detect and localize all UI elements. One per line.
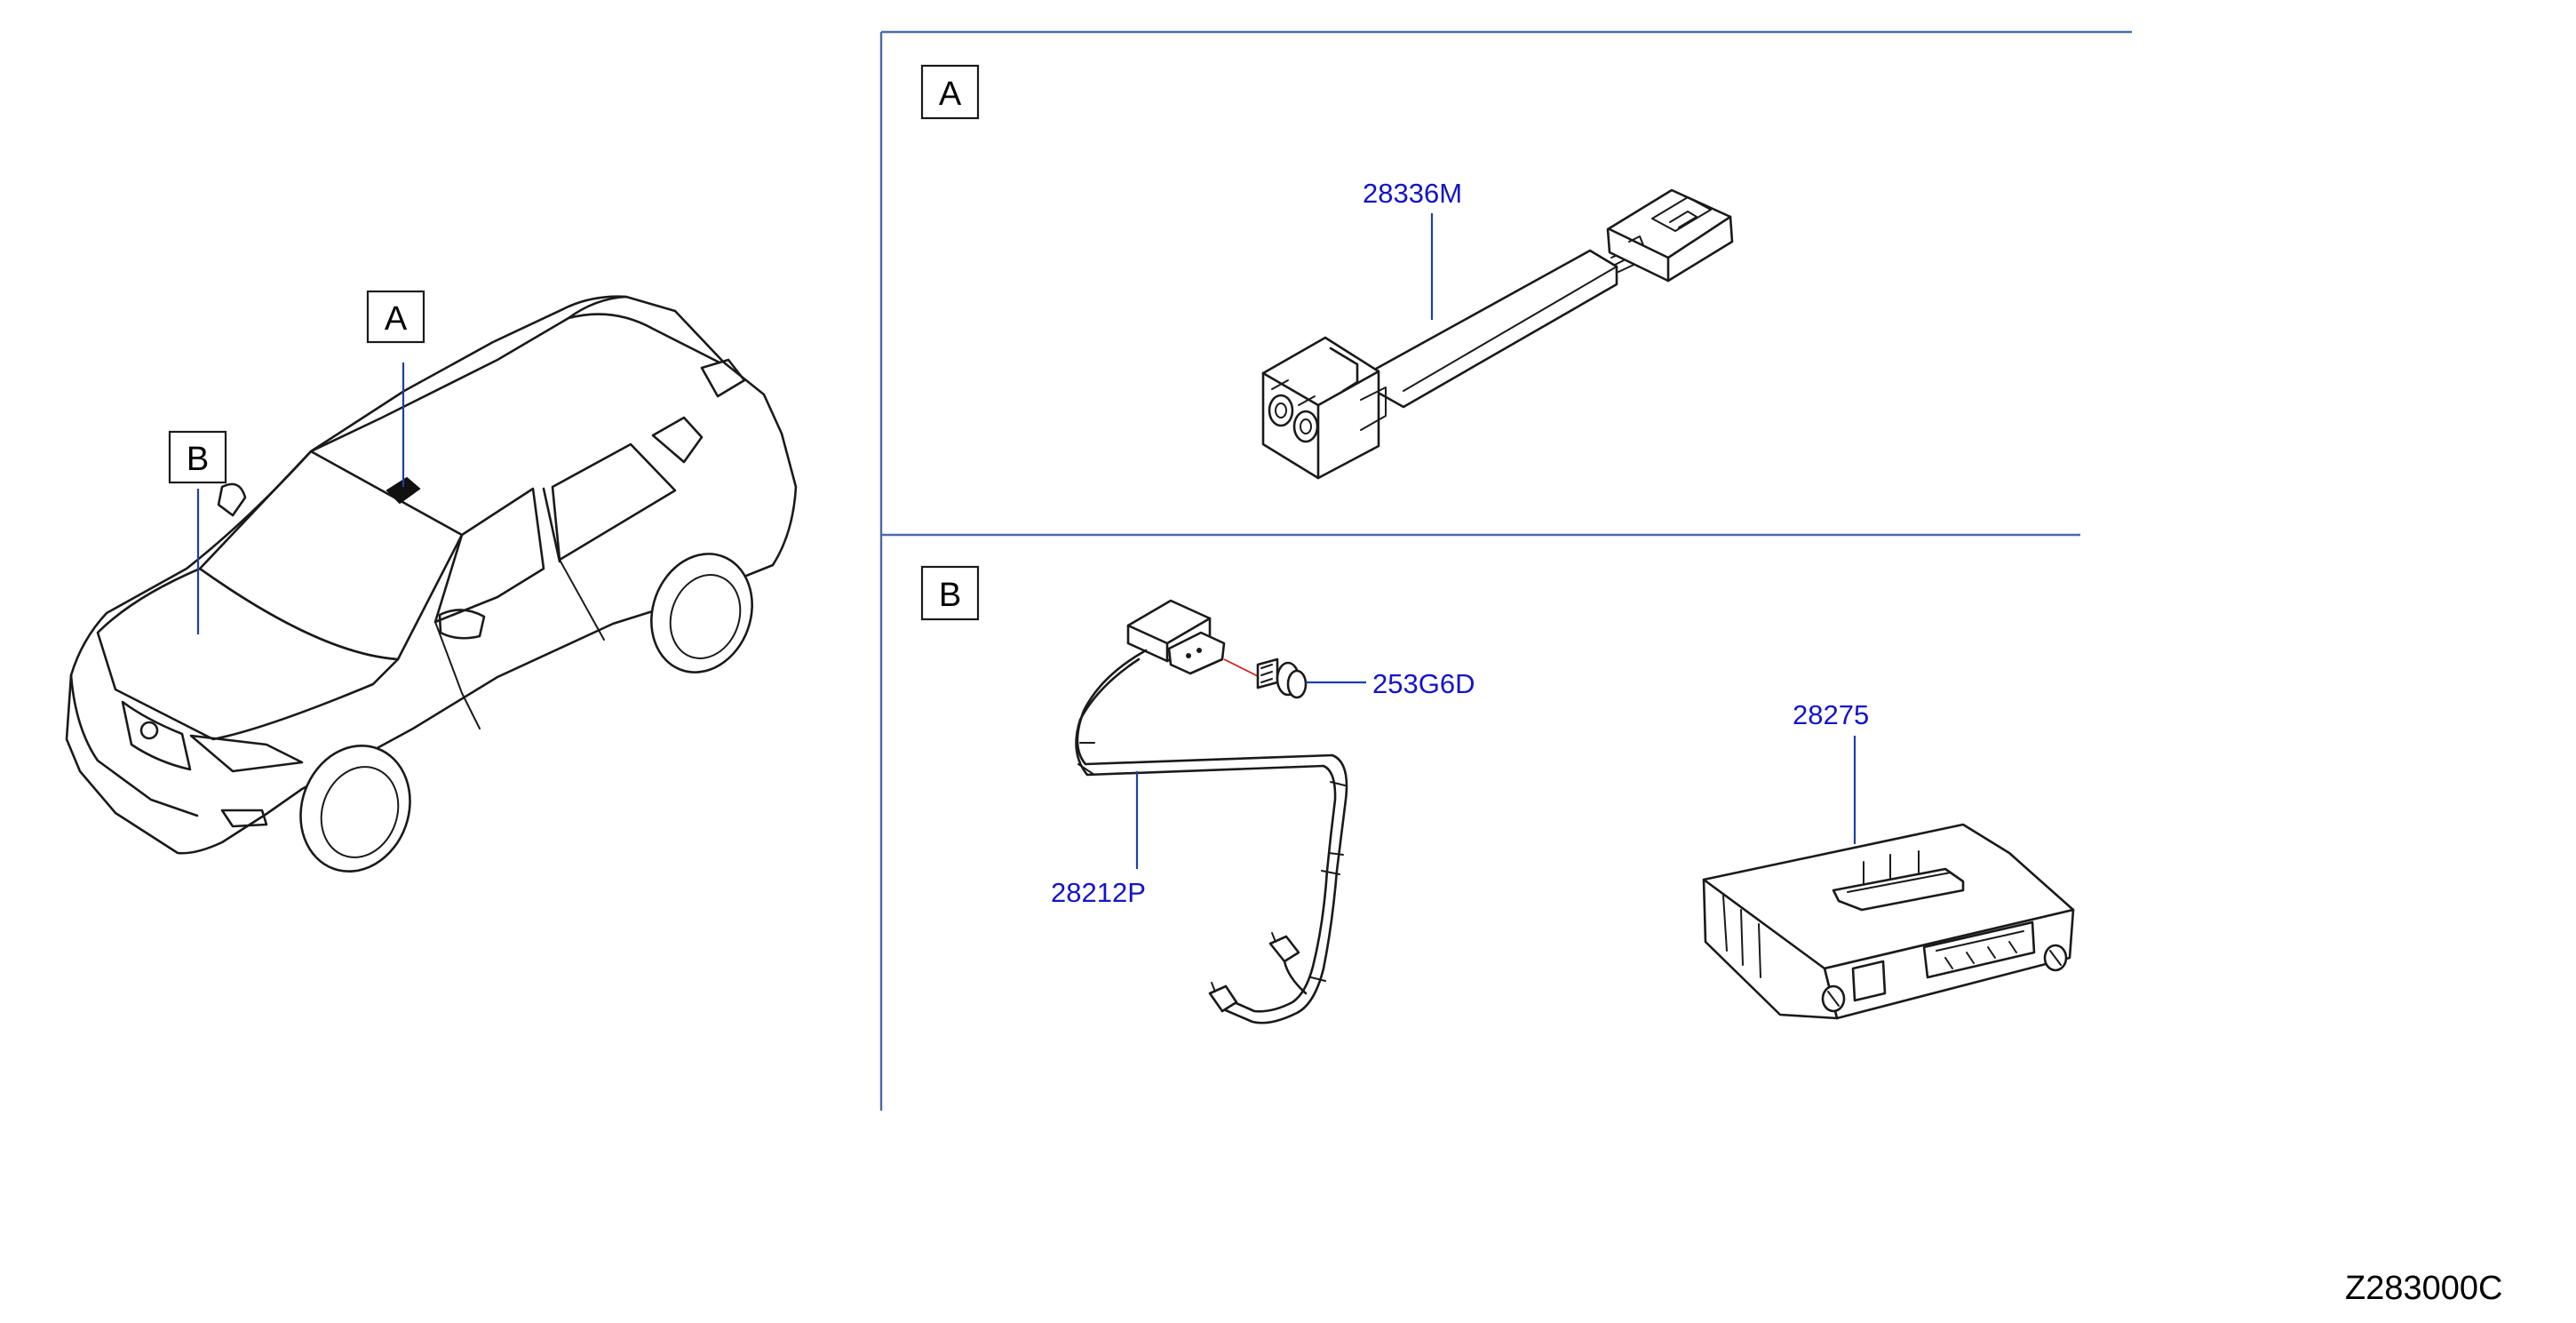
control-unit-top-bracket <box>1832 867 1965 912</box>
callout-28275: 28275 <box>1793 699 1869 844</box>
antenna-left-connector <box>1261 336 1380 480</box>
mic-connector-1 <box>1268 935 1300 963</box>
part-number-28336M: 28336M <box>1363 178 1462 209</box>
antenna-left-connector-notch <box>1329 347 1359 393</box>
car-hood <box>96 567 400 741</box>
mic-connector-pins <box>1211 932 1276 992</box>
section-label-b: B <box>920 565 980 621</box>
car-body-outline <box>65 295 798 855</box>
antenna-cable-body <box>1366 249 1618 409</box>
car-side-window-front <box>433 487 545 624</box>
section-label-b-text: B <box>939 577 961 614</box>
antenna-cable-body-ridge <box>1403 266 1618 392</box>
part-number-28212P: 28212P <box>1051 877 1146 908</box>
car-callout-b-text: B <box>187 441 209 478</box>
control-unit-top-bracket-line <box>1847 872 1952 893</box>
mic-cable-outer <box>1075 658 1337 1013</box>
section-label-a: A <box>920 64 980 120</box>
mic-cable-branch <box>1283 960 1308 995</box>
antenna-right-connector <box>1606 188 1734 283</box>
control-unit-top-bracket-slots <box>1863 850 1920 884</box>
mic-cable-sleeve-1 <box>1077 742 1095 776</box>
car-roof-line <box>309 295 628 453</box>
mic-connector-2 <box>1208 984 1238 1013</box>
car-side-window-rear <box>551 442 677 562</box>
antenna-cable-part <box>1261 188 1734 480</box>
vehicle-illustration <box>65 295 798 873</box>
control-unit-bolt-2 <box>2043 944 2068 972</box>
screw-thread <box>1260 664 1273 683</box>
part-number-253G6D: 253G6D <box>1372 668 1475 699</box>
callout-253G6D: 253G6D <box>1306 668 1475 699</box>
car-left-mirror <box>217 482 247 517</box>
section-label-a-text: A <box>939 76 962 113</box>
antenna-right-connector-latch-inner <box>1669 211 1697 228</box>
car-callout-a-text: A <box>385 300 408 338</box>
car-mirror <box>438 609 486 640</box>
control-unit-side-ribs <box>1722 895 1761 978</box>
control-unit-side <box>1702 878 1839 1020</box>
control-unit-part <box>1702 823 2075 1020</box>
screw-head <box>1286 669 1308 699</box>
part-number-28275: 28275 <box>1793 699 1869 730</box>
antenna-left-connector-ports <box>1268 379 1319 443</box>
car-callout-a: A <box>366 290 425 487</box>
car-rear-wheel <box>650 553 753 673</box>
mic-cable-sleeve-3 <box>1310 870 1340 982</box>
car-b-pillar <box>542 487 561 563</box>
drawing-code: Z283000C <box>2345 1270 2502 1307</box>
callout-28336M: 28336M <box>1363 178 1462 320</box>
antenna-location-marker <box>386 476 421 505</box>
antenna-right-connector-edges <box>1608 215 1732 283</box>
antenna-right-connector-latch <box>1651 196 1712 232</box>
mic-harness-part <box>1075 599 1348 1024</box>
car-front-wheel <box>299 744 411 873</box>
callout-28212P: 28212P <box>1051 771 1146 908</box>
car-roof-rail <box>567 313 721 364</box>
car-rear-quarter-window <box>651 416 704 464</box>
mic-cable <box>1076 649 1348 1024</box>
car-headlight <box>189 734 304 773</box>
car-emblem <box>139 721 159 740</box>
car-door-line-1 <box>434 621 481 729</box>
car-fog-light <box>220 809 268 828</box>
antenna-left-connector-tab <box>1360 387 1387 431</box>
screw-pointer-line <box>1223 658 1260 678</box>
car-grille <box>121 700 192 771</box>
car-front-bumper <box>69 673 199 817</box>
car-door-line-2 <box>559 559 605 641</box>
control-unit-bolt-1 <box>1821 984 1846 1013</box>
section-frames <box>879 30 2132 1111</box>
antenna-right-connector-pin <box>1628 235 1644 246</box>
car-callout-b: B <box>168 430 227 634</box>
mic-cable-sleeve-2 <box>1328 781 1346 856</box>
screw-part <box>1223 658 1308 699</box>
control-unit-front-connector <box>1922 921 2036 979</box>
mic-clip <box>1167 631 1226 675</box>
mic-head-edges <box>1126 617 1212 663</box>
car-spoiler <box>700 358 746 398</box>
control-unit-front-connector-pins <box>1936 930 2024 969</box>
mic-clip-hole-2 <box>1197 648 1202 653</box>
control-unit-port <box>1851 960 1887 1002</box>
mic-clip-hole-1 <box>1186 653 1191 658</box>
